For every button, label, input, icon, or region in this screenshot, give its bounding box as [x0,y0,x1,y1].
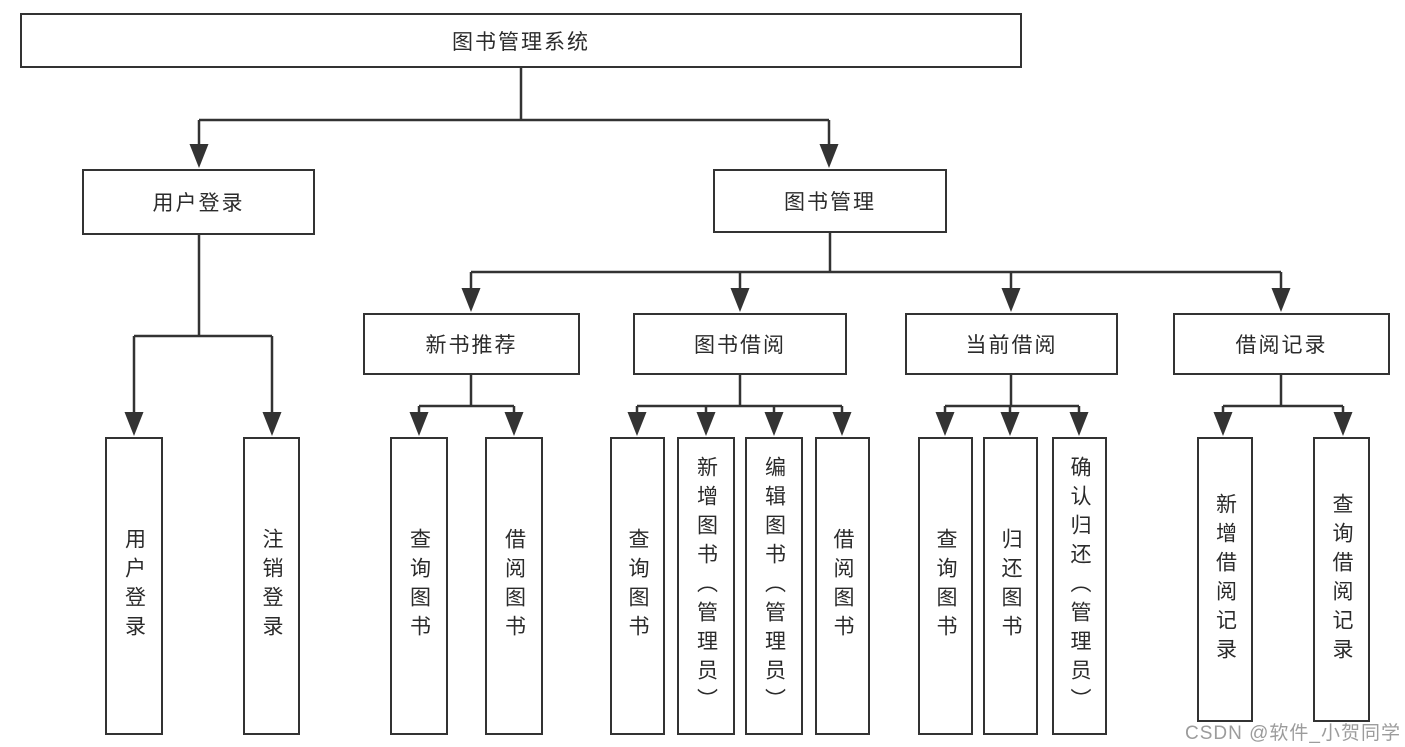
node-root: 图书管理系统 [20,13,1022,68]
node-label-leaf-logout: 注销登录 [260,528,283,644]
node-leaf-rec-query-book: 查询图书 [390,437,448,735]
node-label-borrow-records: 借阅记录 [1235,334,1328,357]
node-leaf-cb-return-book: 归还图书 [983,437,1038,735]
node-label-leaf-bb-edit-book: 编辑图书（管理员） [762,455,786,717]
node-leaf-bb-borrow-book: 借阅图书 [815,437,870,735]
node-label-book-borrow: 图书借阅 [694,334,786,357]
node-label-new-book-rec: 新书推荐 [425,334,518,357]
node-current-borrow: 当前借阅 [905,313,1118,375]
node-leaf-logout: 注销登录 [243,437,300,735]
node-label-leaf-user-login: 用户登录 [122,528,146,644]
node-book-borrow: 图书借阅 [633,313,847,375]
node-label-leaf-br-add-record: 新增借阅记录 [1213,492,1237,667]
node-label-leaf-cb-confirm-return: 确认归还（管理员） [1068,455,1091,717]
node-leaf-br-query-record: 查询借阅记录 [1313,437,1370,722]
node-leaf-bb-edit-book: 编辑图书（管理员） [745,437,803,735]
node-label-leaf-rec-borrow-book: 借阅图书 [502,528,526,644]
node-book-mgmt: 图书管理 [713,169,947,233]
node-label-leaf-br-query-record: 查询借阅记录 [1330,492,1353,667]
node-leaf-cb-query-book: 查询图书 [918,437,973,735]
node-borrow-records: 借阅记录 [1173,313,1390,375]
node-leaf-br-add-record: 新增借阅记录 [1197,437,1253,722]
node-leaf-user-login: 用户登录 [105,437,163,735]
watermark: CSDN @软件_小贺同学 [1185,723,1401,744]
node-label-user-login: 用户登录 [152,192,245,215]
node-label-leaf-bb-add-book: 新增图书（管理员） [694,455,718,717]
node-label-current-borrow: 当前借阅 [965,334,1058,357]
node-user-login: 用户登录 [82,169,315,235]
node-label-leaf-bb-borrow-book: 借阅图书 [831,528,854,644]
node-new-book-rec: 新书推荐 [363,313,580,375]
node-label-leaf-cb-return-book: 归还图书 [999,528,1022,644]
node-leaf-bb-query-book: 查询图书 [610,437,665,735]
node-label-leaf-cb-query-book: 查询图书 [934,528,957,644]
node-label-leaf-rec-query-book: 查询图书 [407,528,431,644]
node-label-book-mgmt: 图书管理 [784,191,876,214]
node-label-leaf-bb-query-book: 查询图书 [626,528,649,644]
node-leaf-cb-confirm-return: 确认归还（管理员） [1052,437,1107,735]
node-leaf-bb-add-book: 新增图书（管理员） [677,437,735,735]
node-leaf-rec-borrow-book: 借阅图书 [485,437,543,735]
node-label-root: 图书管理系统 [452,30,590,54]
